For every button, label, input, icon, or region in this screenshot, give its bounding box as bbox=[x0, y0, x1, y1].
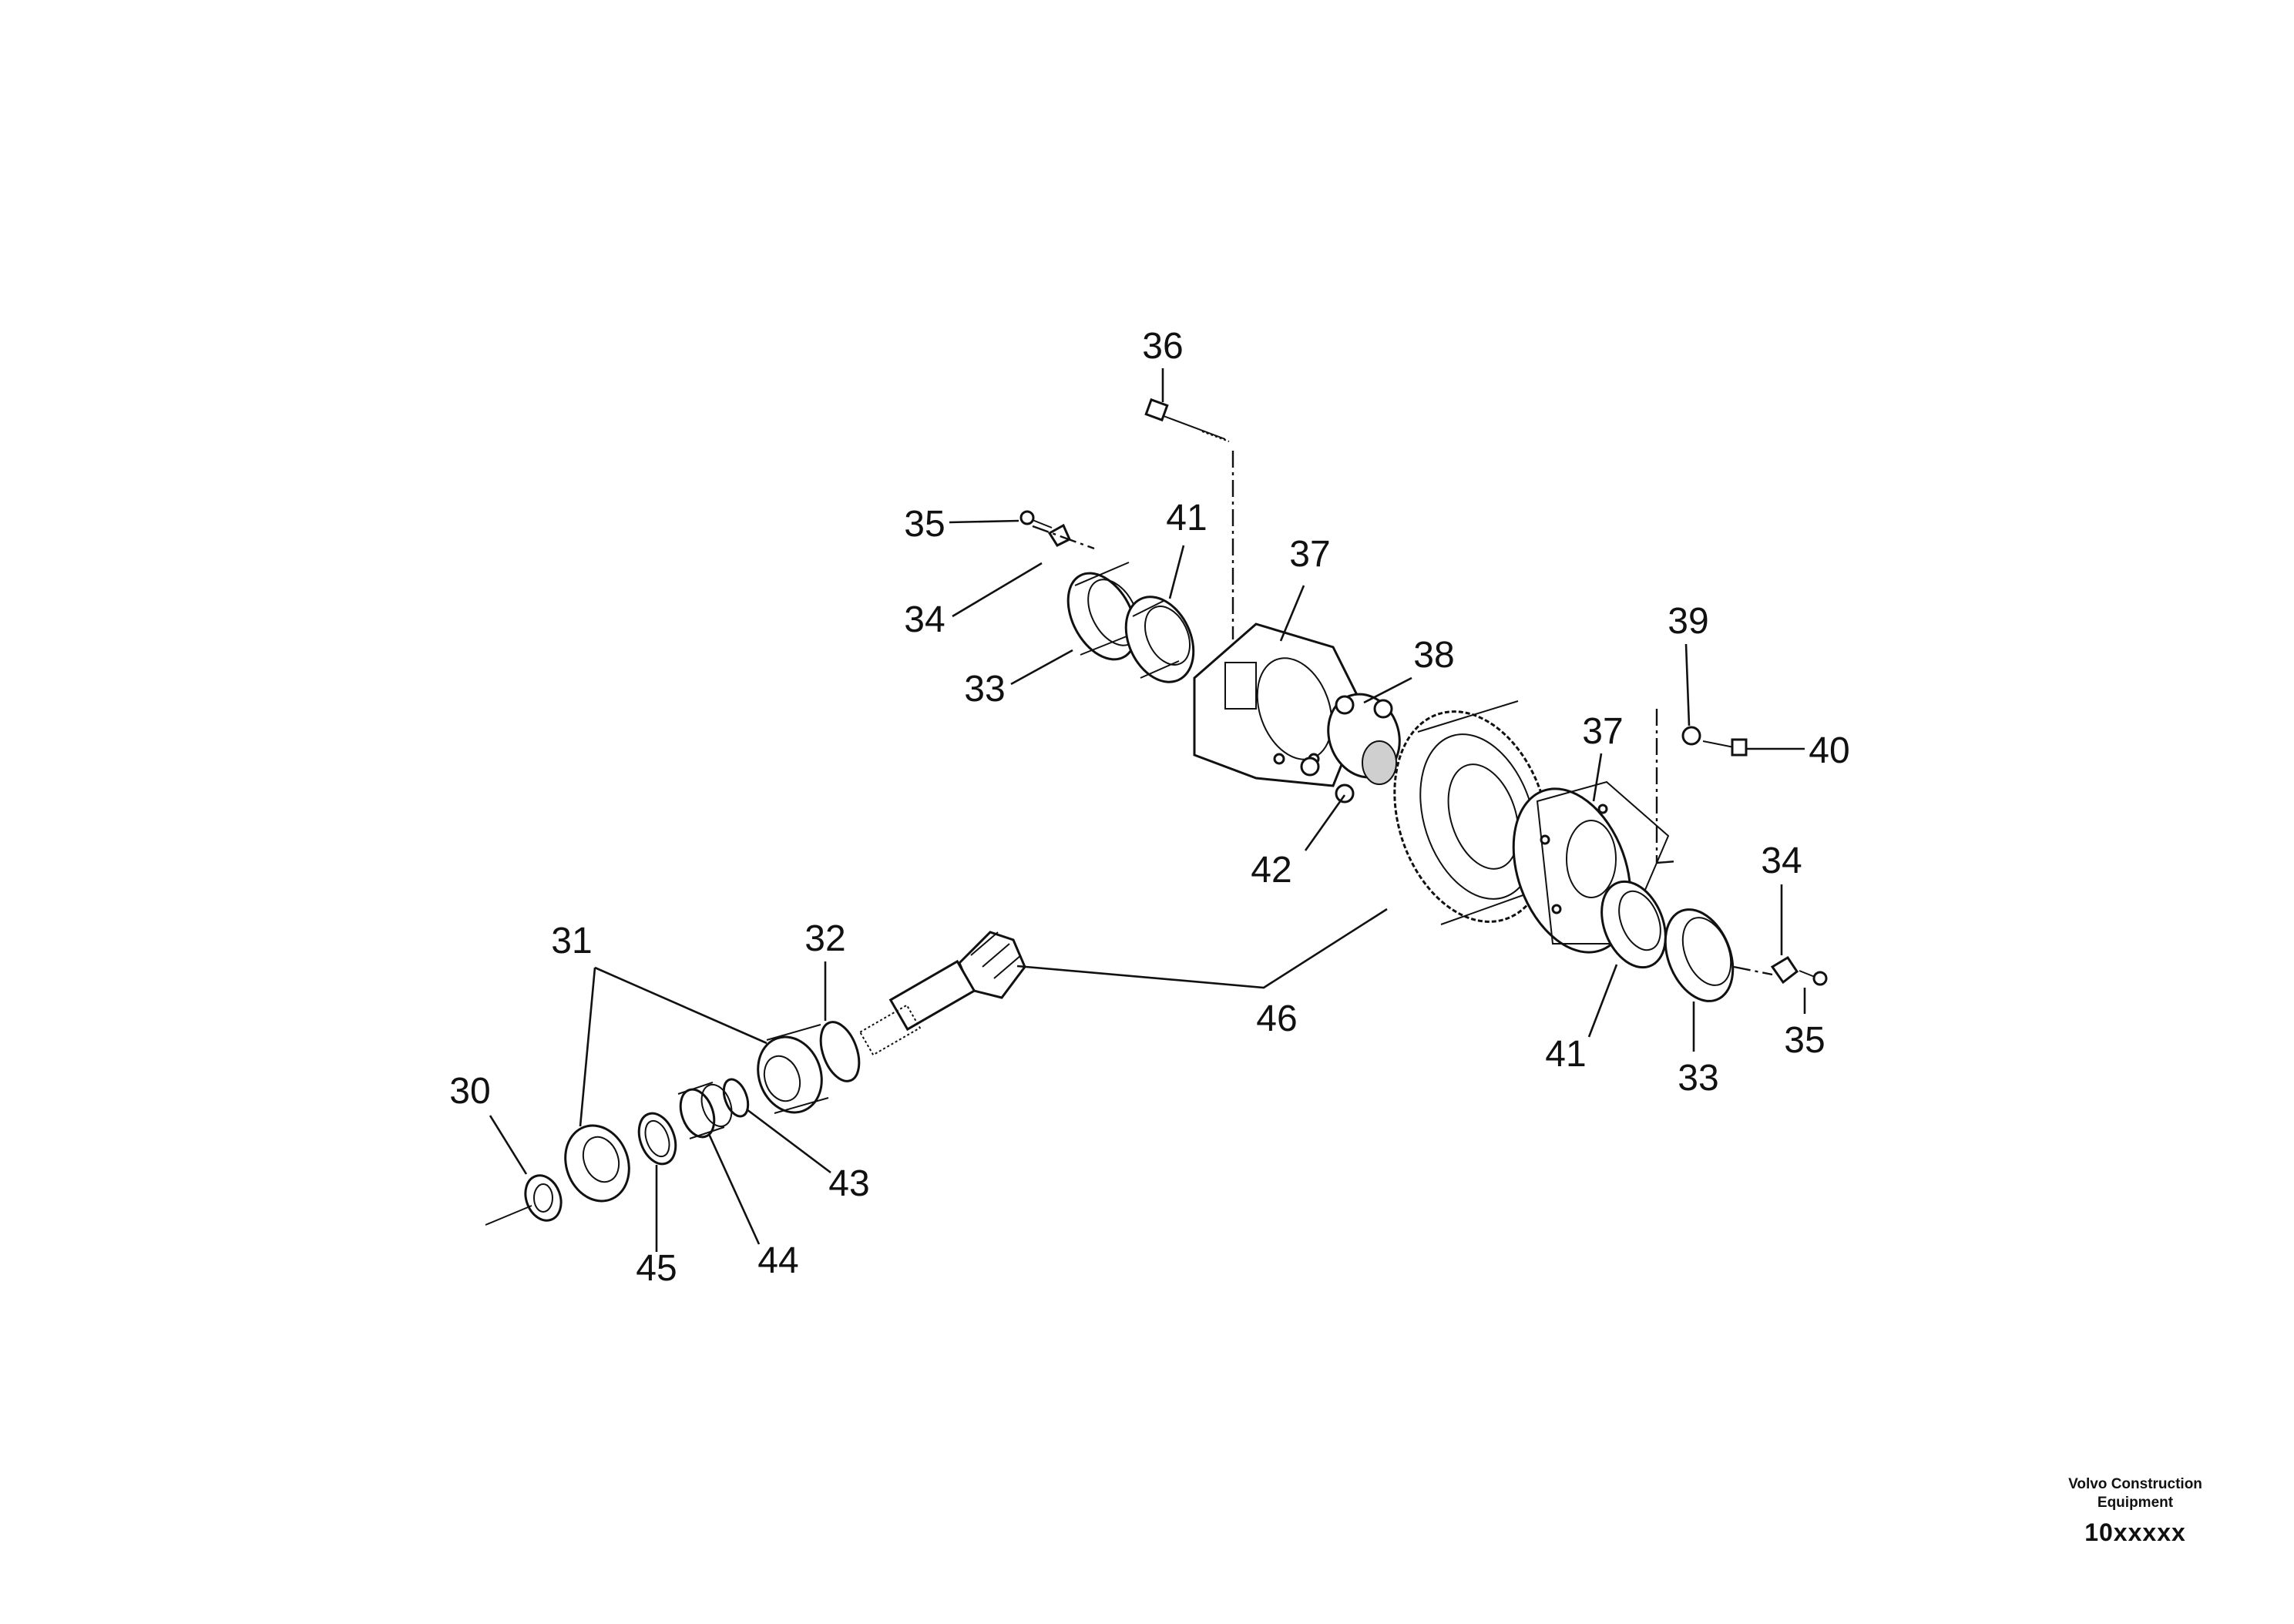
callout-41-lower: 41 bbox=[1545, 1034, 1586, 1075]
callout-46: 46 bbox=[1256, 998, 1297, 1039]
callout-31: 31 bbox=[551, 921, 592, 961]
callout-40: 40 bbox=[1809, 730, 1849, 771]
nut-30 bbox=[524, 1174, 563, 1222]
callout-37-lower: 37 bbox=[1582, 711, 1623, 752]
bolt-40 bbox=[1681, 726, 1748, 757]
differential-spider bbox=[1300, 693, 1401, 804]
callout-34-lower: 34 bbox=[1761, 841, 1802, 881]
drive-pinion bbox=[858, 931, 1026, 1056]
callout-41-upper: 41 bbox=[1166, 498, 1207, 539]
bearing-31-inner bbox=[757, 1024, 829, 1114]
shim-32 bbox=[819, 1021, 861, 1082]
carrier-housing-upper bbox=[1193, 622, 1365, 787]
ring-gear bbox=[1393, 700, 1550, 925]
shim-45 bbox=[637, 1112, 677, 1166]
callout-45: 45 bbox=[636, 1248, 677, 1289]
bearing-lower bbox=[1600, 880, 1667, 969]
callout-33-upper: 33 bbox=[964, 669, 1005, 710]
bearing-31-outer bbox=[564, 1124, 630, 1203]
callout-35-upper: 35 bbox=[904, 504, 945, 545]
lock-screw-lower bbox=[1770, 955, 1828, 986]
callout-43: 43 bbox=[828, 1163, 869, 1204]
callout-42: 42 bbox=[1251, 850, 1291, 891]
callout-numbers: 36 35 41 37 34 33 38 39 37 40 42 34 46 3… bbox=[449, 326, 1849, 1289]
callout-37-upper: 37 bbox=[1289, 534, 1330, 575]
pinion-axis bbox=[485, 1205, 532, 1226]
ring-43 bbox=[722, 1078, 750, 1118]
callout-44: 44 bbox=[757, 1240, 798, 1281]
callout-30: 30 bbox=[449, 1071, 490, 1112]
callout-33-lower: 33 bbox=[1678, 1058, 1718, 1099]
lock-screw-upper bbox=[1019, 510, 1095, 550]
publisher-footer: Volvo Construction Equipment 10xxxxx bbox=[2035, 1475, 2235, 1547]
illustration-code: 10xxxxx bbox=[2084, 1518, 2186, 1546]
callout-36: 36 bbox=[1142, 326, 1183, 367]
callout-34-upper: 34 bbox=[904, 599, 945, 640]
brand-line-2: Equipment bbox=[2097, 1495, 2174, 1511]
callout-35-lower: 35 bbox=[1784, 1020, 1825, 1061]
spacer-44 bbox=[677, 1082, 733, 1139]
brand-line-1: Volvo Construction bbox=[2068, 1476, 2202, 1492]
adjusting-nut-lower bbox=[1664, 908, 1735, 1002]
bolt-36 bbox=[1144, 398, 1230, 442]
callout-38: 38 bbox=[1413, 635, 1454, 676]
bearing-upper bbox=[1124, 596, 1195, 683]
callout-39: 39 bbox=[1668, 601, 1708, 642]
callout-32: 32 bbox=[804, 918, 845, 959]
leader-lines bbox=[489, 368, 1806, 1252]
